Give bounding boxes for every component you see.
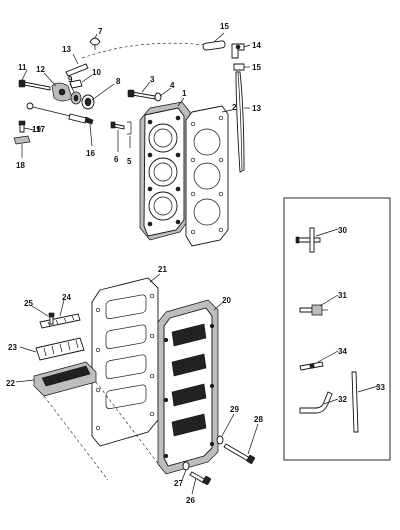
- label-33: 33: [376, 383, 385, 392]
- label-15a: 15: [220, 22, 229, 31]
- label-21: 21: [158, 265, 167, 274]
- sensor-16: [26, 102, 94, 125]
- stud-6: [110, 121, 125, 130]
- screw-25: [48, 312, 55, 325]
- label-19: 19: [32, 125, 41, 134]
- fitting-31: [299, 304, 328, 316]
- label-6: 6: [114, 155, 119, 164]
- label-31: 31: [338, 291, 347, 300]
- label-27: 27: [174, 479, 183, 488]
- label-9: 9: [68, 75, 73, 84]
- bolt-28: [223, 443, 256, 464]
- clip-7: [89, 37, 101, 50]
- fitting-15-top: [202, 40, 226, 51]
- short-hose-13: [65, 63, 89, 77]
- label-10: 10: [92, 68, 101, 77]
- screw-19: [18, 120, 26, 133]
- tee-fitting-30: [295, 227, 321, 253]
- label-5: 5: [127, 157, 132, 166]
- label-1: 1: [182, 89, 187, 98]
- seal-9: [70, 91, 82, 105]
- label-29: 29: [230, 405, 239, 414]
- tube-33: [351, 371, 359, 433]
- inset-box: [283, 197, 391, 461]
- hose-13: [81, 42, 245, 173]
- label-30: 30: [338, 226, 347, 235]
- dashed-guide: [43, 381, 161, 481]
- label-34: 34: [338, 347, 347, 356]
- label-28: 28: [254, 415, 263, 424]
- label-22: 22: [6, 379, 15, 388]
- label-25: 25: [24, 299, 33, 308]
- leader-lines: [15, 32, 379, 495]
- clamp-18: [13, 135, 31, 145]
- label-11: 11: [18, 63, 27, 72]
- part-labels: 1 2 3 4 5 6 7 8 9 10 11 12 13 13 14 15 1…: [6, 22, 385, 505]
- washer-29: [216, 435, 224, 445]
- cylinder-head-1: [139, 101, 191, 241]
- label-23: 23: [8, 343, 17, 352]
- label-12: 12: [36, 65, 45, 74]
- label-20: 20: [222, 296, 231, 305]
- label-14: 14: [252, 41, 261, 50]
- label-13b: 13: [252, 104, 261, 113]
- label-4: 4: [170, 81, 175, 90]
- reed-plate-20: [157, 299, 219, 475]
- bolt-26: [189, 471, 212, 485]
- washer-27: [182, 461, 190, 471]
- label-26: 26: [186, 496, 195, 505]
- label-15b: 15: [252, 63, 261, 72]
- label-32: 32: [338, 395, 347, 404]
- fitting-14: [231, 43, 245, 59]
- clamp-15-lower: [233, 63, 245, 71]
- label-18: 18: [16, 161, 25, 170]
- elbow-32: [299, 391, 333, 414]
- bolt-3: [127, 89, 156, 100]
- reed-stop-24: [39, 313, 81, 329]
- label-16: 16: [86, 149, 95, 158]
- head-gasket-2: [185, 105, 229, 247]
- label-13a: 13: [62, 45, 71, 54]
- label-2: 2: [232, 103, 237, 112]
- washer-4: [154, 92, 162, 102]
- label-7: 7: [98, 27, 103, 36]
- reed-petals-23: [35, 337, 85, 361]
- connector-34: [299, 361, 324, 371]
- housing-12: [51, 82, 73, 102]
- label-8: 8: [116, 77, 121, 86]
- label-3: 3: [150, 75, 155, 84]
- gasket-21: [91, 277, 159, 447]
- bolt-11: [18, 79, 51, 91]
- label-24: 24: [62, 293, 71, 302]
- gasket-8: [81, 94, 95, 110]
- clip-5: [127, 121, 132, 135]
- label-17: 17: [36, 125, 45, 134]
- reed-block-22: [33, 361, 97, 397]
